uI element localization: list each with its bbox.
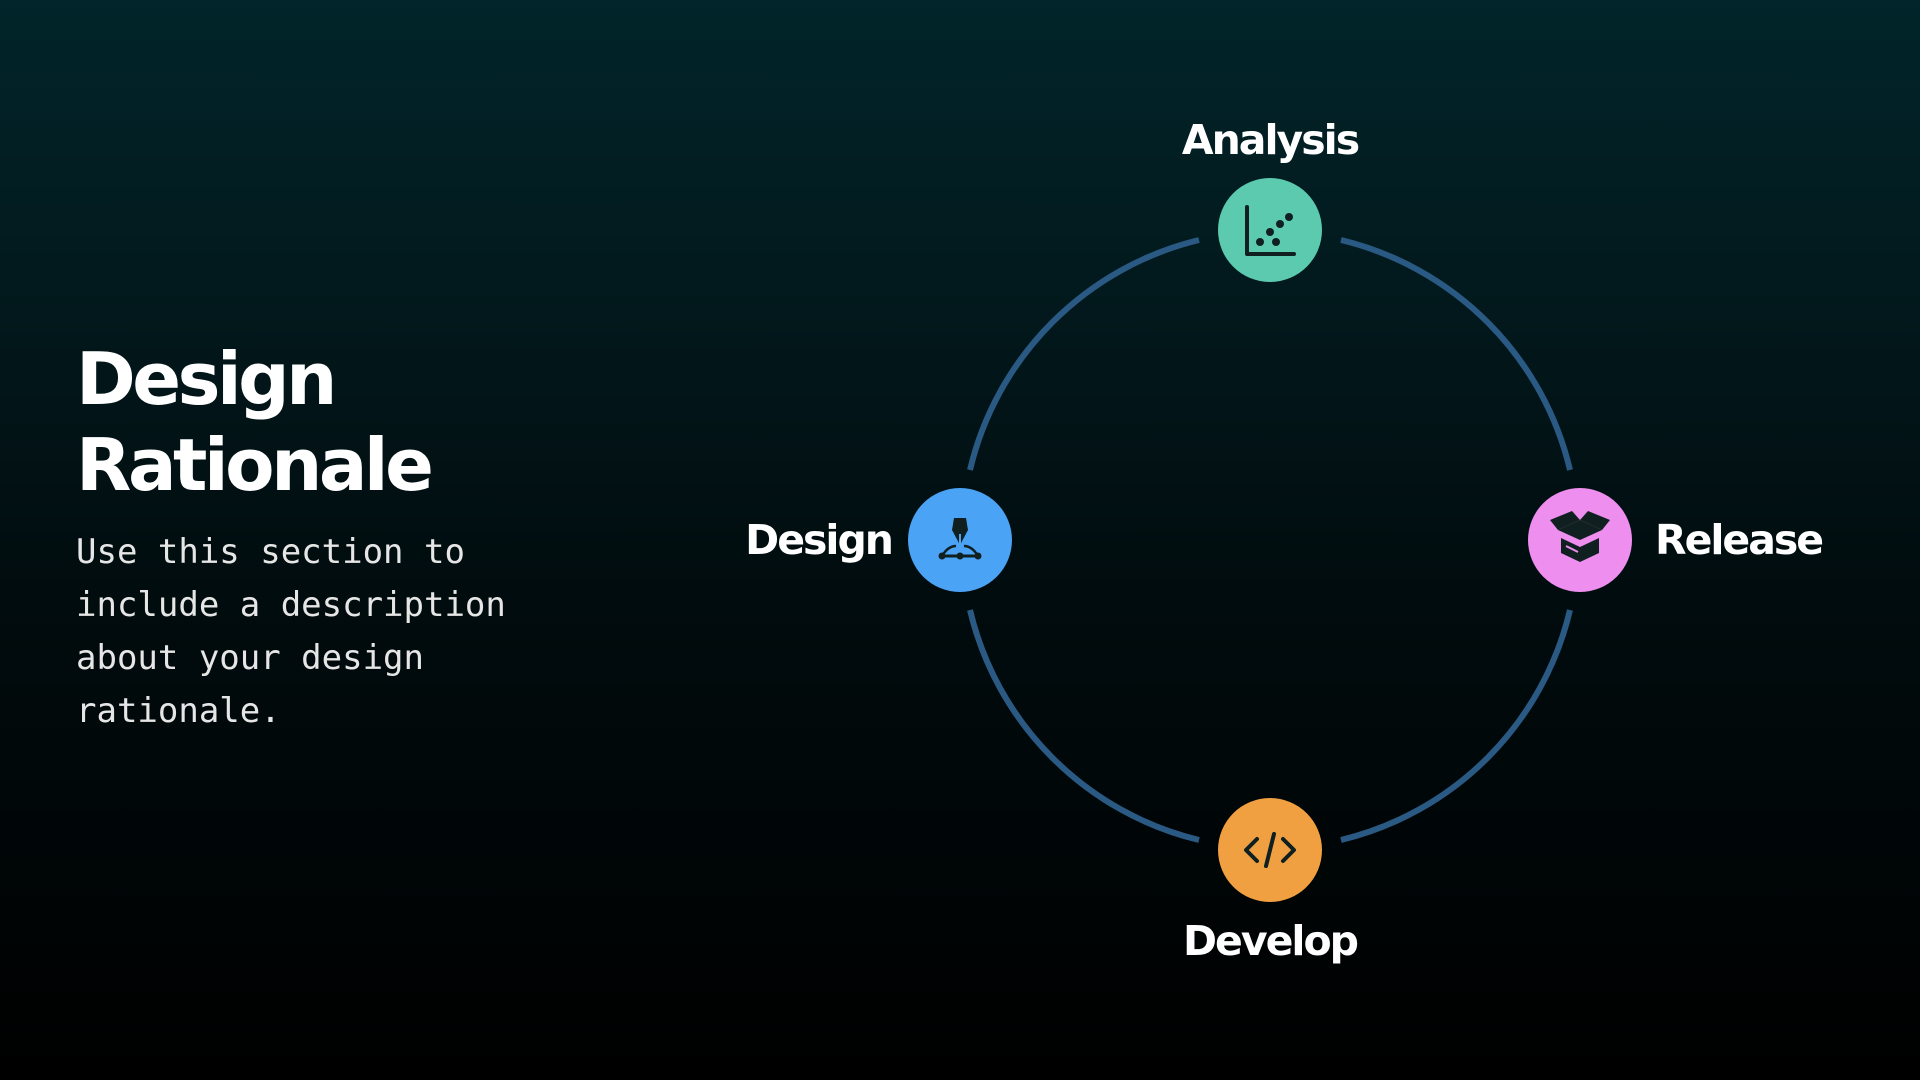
open-box-icon bbox=[1550, 511, 1610, 562]
node-label-design: Design bbox=[745, 516, 892, 564]
title-line-2: Rationale bbox=[76, 423, 434, 507]
node-label-analysis: Analysis bbox=[1182, 116, 1359, 164]
ring-arc-analysis-release bbox=[1340, 237, 1573, 471]
node-label-release: Release bbox=[1655, 516, 1822, 564]
node-develop: Develop bbox=[1183, 798, 1360, 965]
node-analysis: Analysis bbox=[1182, 116, 1361, 282]
cycle-ring bbox=[967, 237, 1573, 843]
node-release: Release bbox=[1528, 488, 1824, 592]
ring-arc-develop-design bbox=[967, 609, 1200, 843]
node-design: Design bbox=[745, 488, 1012, 592]
code-icon bbox=[1244, 832, 1296, 868]
ring-arc-design-analysis bbox=[967, 237, 1200, 471]
pen-tool-icon bbox=[938, 518, 982, 560]
description: Use this section to include a descriptio… bbox=[76, 532, 506, 731]
page-title: Design Rationale bbox=[76, 336, 434, 508]
node-label-develop: Develop bbox=[1183, 917, 1358, 965]
ring-arc-release-develop bbox=[1340, 609, 1573, 843]
scatter-chart-icon bbox=[1245, 205, 1296, 256]
title-line-1: Design bbox=[76, 337, 337, 421]
